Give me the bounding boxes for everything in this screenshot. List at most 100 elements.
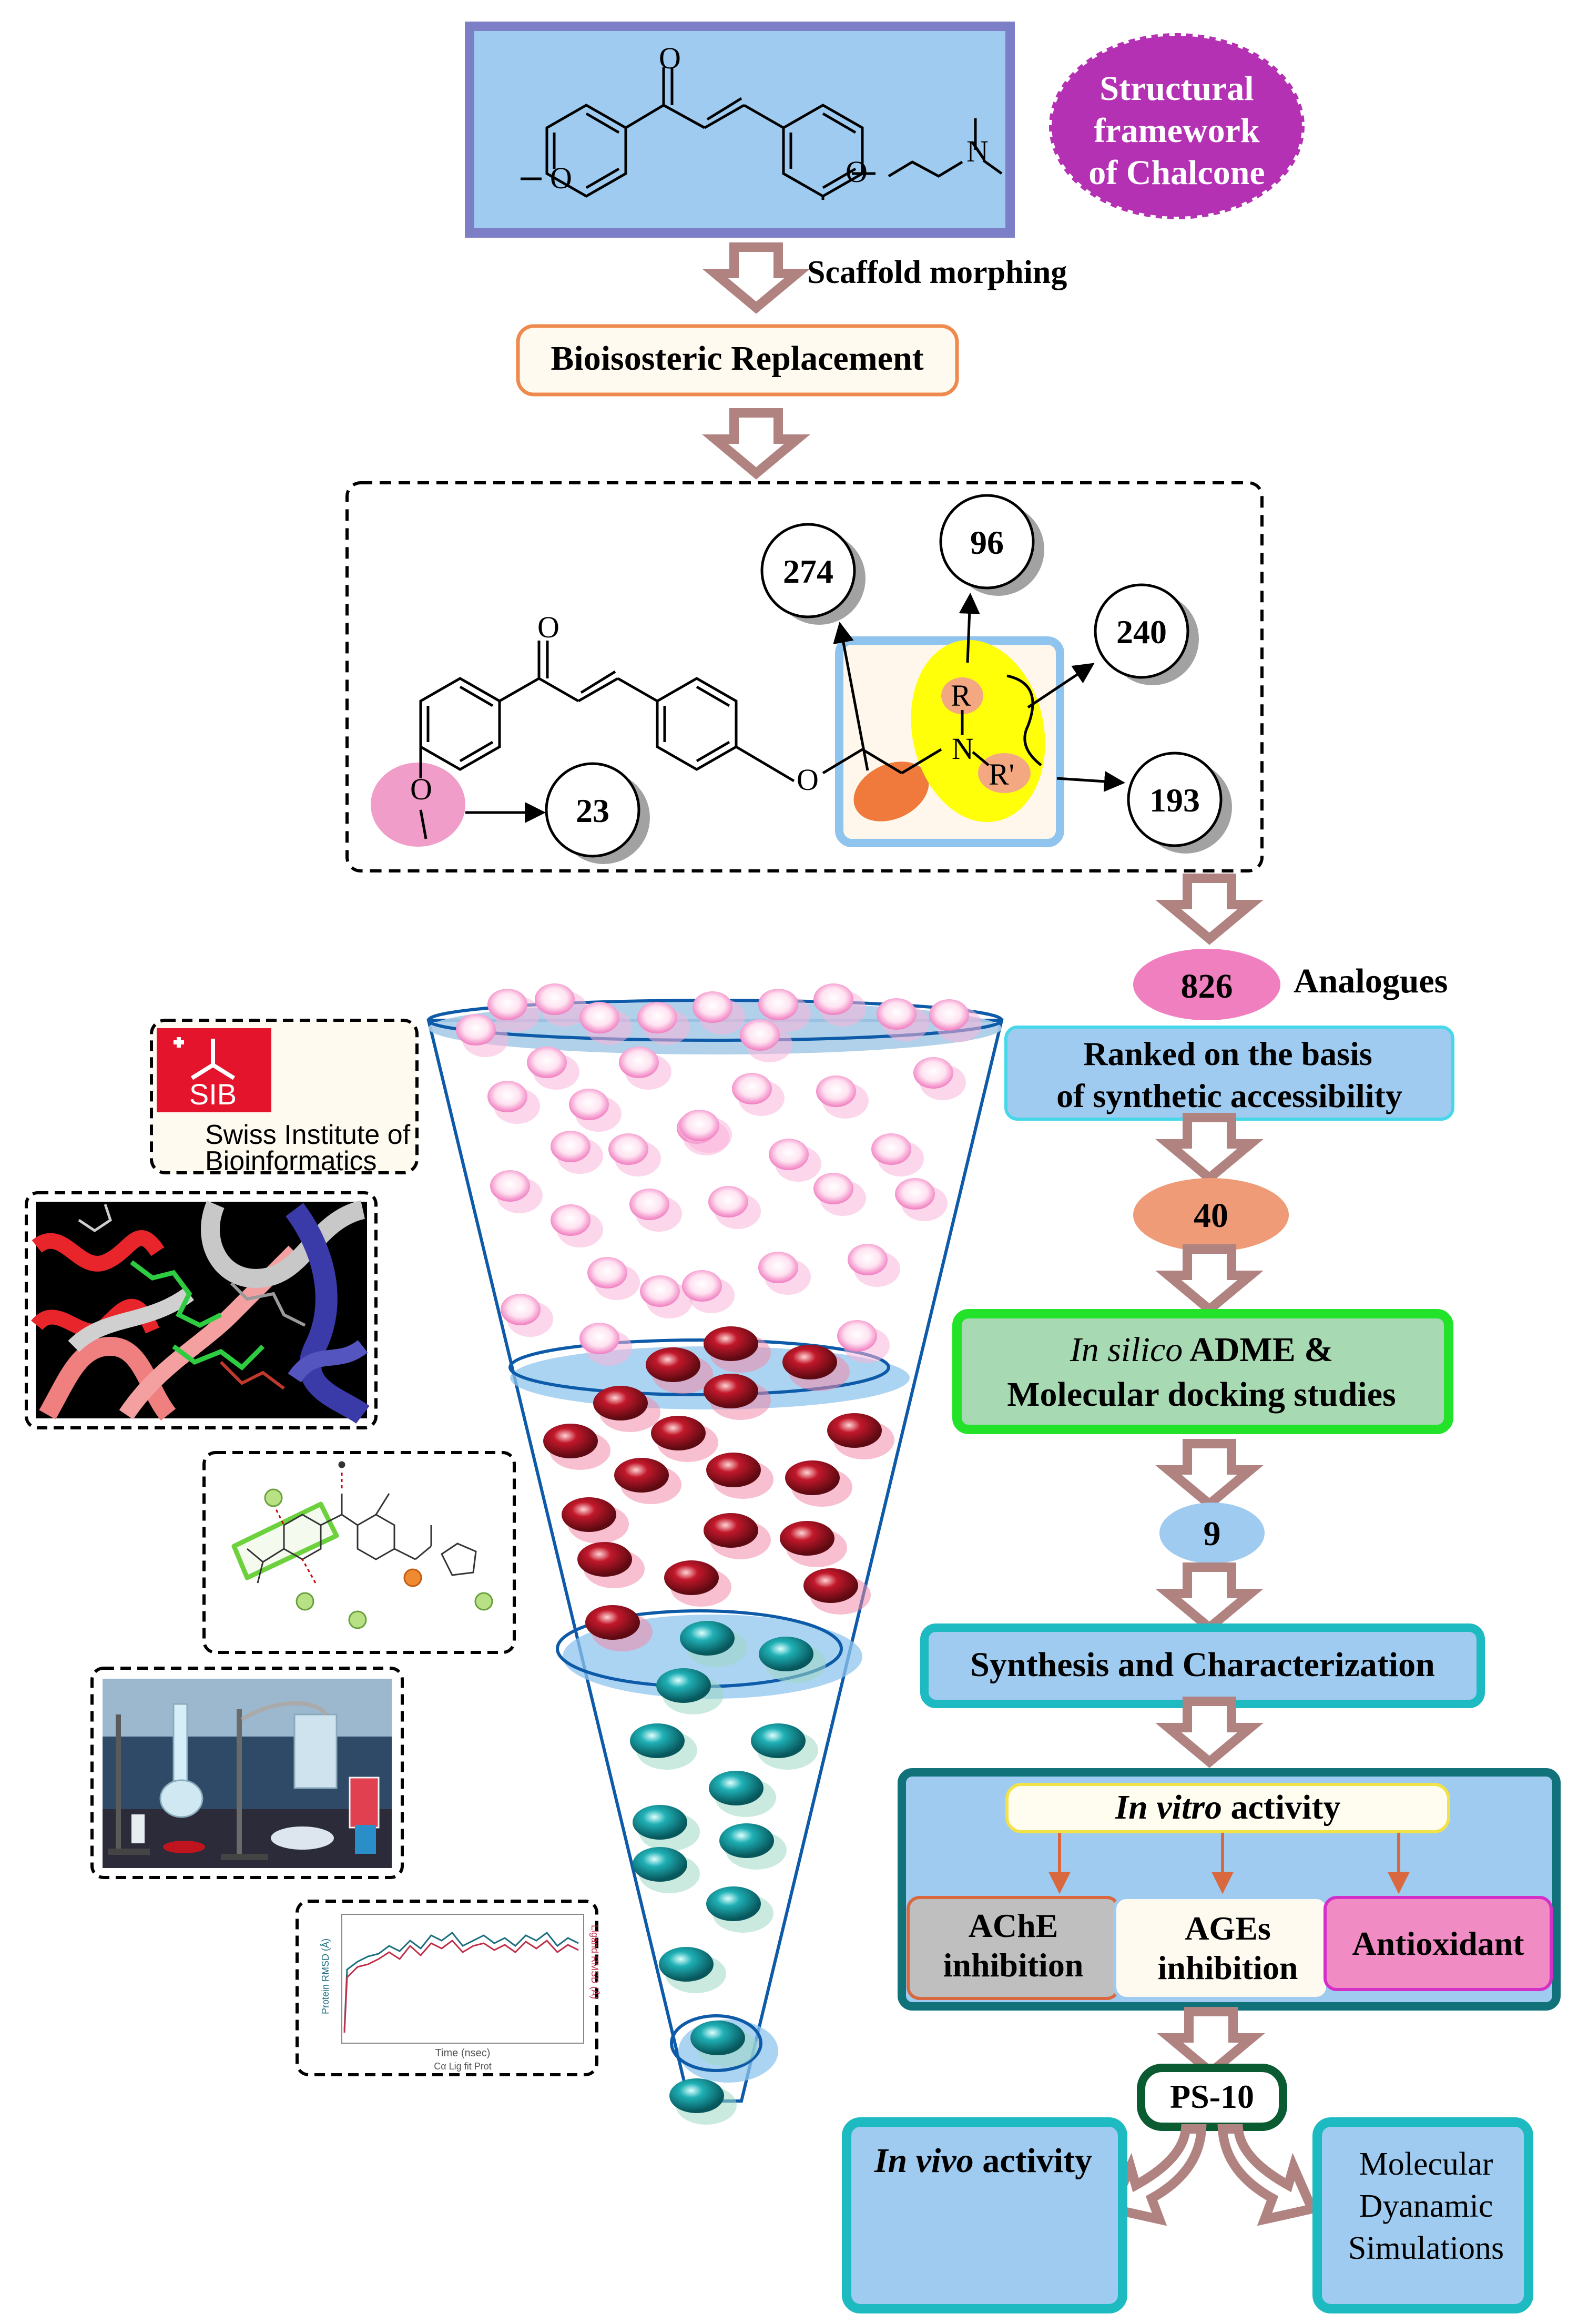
- funnel-sphere: [680, 1621, 735, 1656]
- amine-bracket: [1006, 674, 1042, 766]
- funnel-sphere: [614, 1458, 669, 1493]
- interaction-diagram-box: [202, 1451, 516, 1654]
- funnel-sphere: [929, 999, 969, 1031]
- substitution-arrows: [465, 593, 1125, 823]
- funnel-sphere: [535, 983, 575, 1015]
- funnel-sphere: [708, 1186, 748, 1217]
- ranked-line-2: of synthetic accessibility: [1056, 1077, 1402, 1114]
- funnel-sphere: [651, 1416, 706, 1450]
- sib-name-line-1: Swiss Institute of: [205, 1120, 411, 1150]
- rprime-label: R': [989, 757, 1014, 791]
- antioxidant-box: [1324, 1896, 1553, 1991]
- bioisosteric-box: [516, 324, 959, 397]
- methoxy-highlight: [371, 763, 465, 847]
- funnel-sphere: [913, 1057, 953, 1089]
- chalcone-side-chain: [521, 118, 1003, 180]
- analog-design-box: [345, 481, 1264, 872]
- funnel-sphere: [456, 1014, 496, 1046]
- funnel-sphere: [633, 1805, 687, 1840]
- funnel-sphere: [619, 1047, 659, 1078]
- funnel-sphere: [769, 1139, 809, 1170]
- funnel-sphere: [585, 1605, 640, 1640]
- funnel-sphere: [501, 1294, 541, 1325]
- in-vitro-arrows: [1048, 1833, 1410, 1894]
- in-vitro-header: [1005, 1783, 1450, 1833]
- sib-logo-mark: [174, 1037, 236, 1080]
- funnel-sphere: [780, 1521, 834, 1556]
- interaction-diagram: [231, 1461, 493, 1629]
- count-9-oval: [1159, 1503, 1265, 1564]
- funnel-sphere: [633, 1847, 687, 1882]
- flow-arrow-3: [1168, 878, 1250, 939]
- funnel-sphere: [646, 1347, 700, 1382]
- funnel-sphere: [758, 989, 798, 1020]
- funnel-sphere: [659, 1947, 714, 1982]
- flow-arrow-5: [1168, 1249, 1250, 1310]
- in-vivo-box: [842, 2117, 1127, 2313]
- md-line-1: Molecular: [1359, 2146, 1493, 2182]
- funnel-sphere: [704, 1374, 758, 1408]
- in-vitro-label: In vitro activity: [1115, 1788, 1341, 1826]
- funnel-sphere: [813, 1173, 853, 1204]
- funnel-sphere: [569, 1089, 609, 1120]
- funnel-sphere: [693, 991, 732, 1023]
- ps10-box: [1137, 2064, 1287, 2131]
- badge-line-1: Structural: [1099, 69, 1254, 108]
- funnel-sphere: [732, 1073, 772, 1104]
- analogues-label: Analogues: [1294, 962, 1448, 1000]
- ages-line-2: inhibition: [1158, 1949, 1298, 1986]
- funnel-sphere: [719, 1823, 774, 1858]
- md-simulation-box: [1312, 2117, 1533, 2313]
- count-96: 96: [970, 524, 1004, 561]
- count-23: 23: [576, 792, 609, 829]
- adme-line-1: In silico ADME &: [1070, 1331, 1333, 1369]
- funnel-sphere: [608, 1133, 648, 1165]
- funnel-sphere: [740, 1019, 780, 1051]
- funnel-sphere: [679, 1110, 719, 1141]
- count-193: 193: [1149, 782, 1200, 819]
- carbonyl-oxygen: O: [537, 610, 559, 644]
- md-plot-legend: Cα Lig fit Prot: [434, 2061, 491, 2072]
- funnel-sphere: [640, 1275, 680, 1307]
- count-240: 240: [1116, 613, 1167, 651]
- funnel-sphere: [785, 1460, 840, 1495]
- analogues-count: 826: [1181, 967, 1233, 1006]
- md-line-2: Dyanamic: [1359, 2188, 1493, 2224]
- linker-highlight: [853, 762, 929, 821]
- funnel-sphere: [543, 1424, 598, 1458]
- flow-arrow-8: [1168, 1701, 1250, 1762]
- badge-line-3: of Chalcone: [1088, 154, 1265, 192]
- scaffold-morphing-label: Scaffold morphing: [807, 255, 1067, 290]
- funnel-sphere: [704, 1326, 758, 1361]
- funnel-sphere: [837, 1320, 877, 1352]
- md-plot-xlabel: Time (nsec): [435, 2047, 491, 2059]
- adme-line-2: Molecular docking studies: [1007, 1375, 1396, 1414]
- funnel-sphere: [579, 1323, 619, 1354]
- funnel-sphere: [706, 1886, 761, 1921]
- funnel-sphere: [562, 1497, 616, 1532]
- funnel-sphere: [827, 1413, 882, 1448]
- flow-arrow-6: [1168, 1444, 1250, 1504]
- bioisosteric-label: Bioisosteric Replacement: [551, 339, 923, 378]
- funnel-spheres: [456, 983, 982, 2125]
- funnel-sphere: [629, 1189, 669, 1220]
- funnel-sphere: [848, 1244, 888, 1275]
- ranked-line-1: Ranked on the basis: [1083, 1035, 1372, 1072]
- funnel-sphere: [704, 1513, 758, 1548]
- nitrogen-label: N: [952, 732, 974, 766]
- funnel-sphere: [593, 1386, 648, 1420]
- funnel-sphere: [551, 1204, 591, 1236]
- lab-image: [103, 1679, 392, 1868]
- ache-line-1: AChE: [969, 1907, 1058, 1944]
- antioxidant-label: Antioxidant: [1352, 1925, 1524, 1962]
- methoxy-oxygen: O: [410, 772, 432, 806]
- sib-logo-text: SIB: [189, 1078, 237, 1111]
- chalcone-framework-box: [465, 22, 1015, 238]
- oxygen-label-top: O: [846, 155, 868, 189]
- methoxy-oxygen-top: O: [550, 161, 572, 195]
- flow-arrow-2: [715, 413, 797, 473]
- in-vivo-label: In vivo activity: [874, 2142, 1092, 2180]
- count-40: 40: [1194, 1196, 1228, 1235]
- funnel-sphere: [813, 983, 853, 1015]
